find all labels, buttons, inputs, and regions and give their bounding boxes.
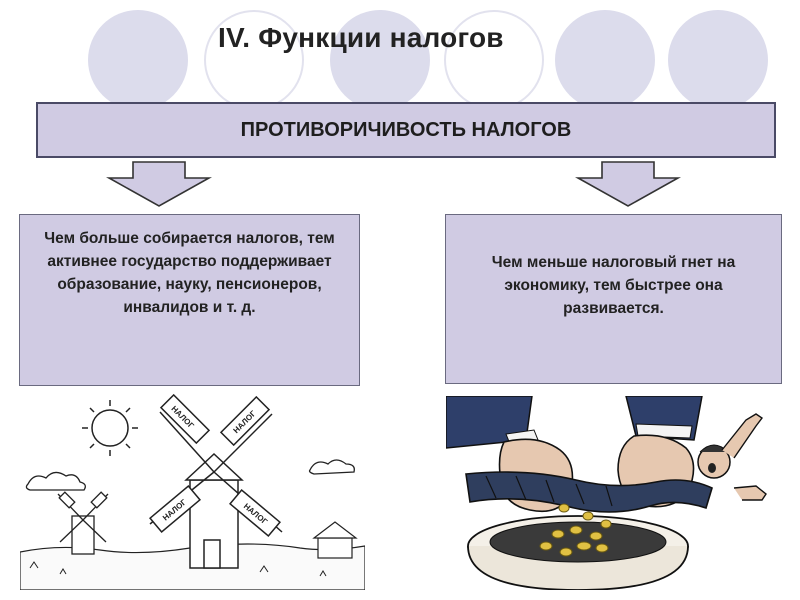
decorative-circle: [204, 10, 304, 110]
tax-press-illustration: [446, 396, 782, 590]
decorative-circle: [555, 10, 655, 110]
banner: ПРОТИВОРИЧИВОСТЬ НАЛОГОВ: [36, 102, 776, 158]
cloud-icon: [308, 459, 355, 475]
cloud-icon: [25, 471, 86, 491]
right-box-text: Чем меньше налоговый гнет на экономику, …: [491, 254, 736, 317]
text-box-left: Чем больше собирается налогов, тем актив…: [19, 214, 360, 386]
banner-text: ПРОТИВОРИЧИВОСТЬ НАЛОГОВ: [240, 118, 572, 141]
windmill-illustration: НАЛОГ НАЛОГ НАЛОГ НАЛОГ: [20, 393, 365, 590]
text-box-right: Чем меньше налоговый гнет на экономику, …: [445, 214, 782, 384]
page-title: IV. Функции налогов: [218, 22, 504, 53]
decorative-circle: [88, 10, 188, 110]
decorative-circle: [330, 10, 430, 110]
left-box-text: Чем больше собирается налогов, тем актив…: [44, 230, 335, 316]
sun-icon: [82, 400, 138, 456]
down-arrow-icon: [106, 161, 212, 207]
decorative-circle: [668, 10, 768, 110]
down-arrow-icon: [575, 161, 681, 207]
